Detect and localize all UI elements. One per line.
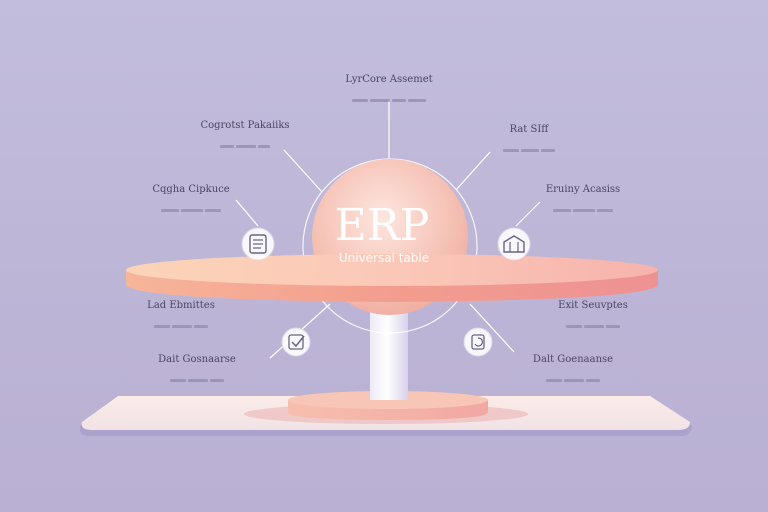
label-bottom-left: Dait Gosnaarse <box>112 354 282 387</box>
label-top-title: LyrCore Assemet <box>345 74 433 85</box>
hub-title: ERP <box>335 200 430 251</box>
label-upper-left-title: Cogrotst Pakaiiks <box>200 120 290 131</box>
crate-icon <box>497 227 531 261</box>
hub-subtitle: Universal table <box>339 251 429 265</box>
checklist-icon <box>281 327 311 357</box>
tabletop <box>126 254 658 302</box>
notepad-icon <box>241 227 275 261</box>
label-mid-right: Eruiny Acasiss <box>498 184 668 217</box>
refresh-document-icon <box>463 327 493 357</box>
label-lower-right-title: Exit Seuvptes <box>558 300 628 311</box>
label-lower-left-title: Lad Ebmittes <box>147 300 215 311</box>
label-upper-left: Cogrotst Pakaiiks <box>160 120 330 153</box>
stand-base-disc <box>244 391 528 424</box>
label-top: LyrCore Assemet <box>304 74 474 107</box>
label-lower-left: Lad Ebmittes <box>96 300 266 333</box>
connector-upper-right <box>455 151 491 191</box>
connector-upper-left <box>283 149 323 193</box>
connector-lower-right <box>469 303 515 353</box>
label-bottom-left-title: Dait Gosnaarse <box>158 354 236 365</box>
label-mid-left-title: Cqgha Cipkuce <box>152 184 230 195</box>
label-mid-right-title: Eruiny Acasiss <box>545 184 621 195</box>
connector-mid-left <box>235 199 259 227</box>
connector-mid-right <box>515 201 541 227</box>
label-upper-right-title: Rat SIff <box>509 124 549 135</box>
label-lower-right: Exit Seuvptes <box>508 300 678 333</box>
label-mid-left: Cqgha Cipkuce <box>106 184 276 217</box>
label-upper-right: Rat SIff <box>444 124 614 157</box>
label-bottom-right: Dalt Goenaanse <box>488 354 658 387</box>
label-bottom-right-title: Dalt Goenaanse <box>532 354 614 365</box>
